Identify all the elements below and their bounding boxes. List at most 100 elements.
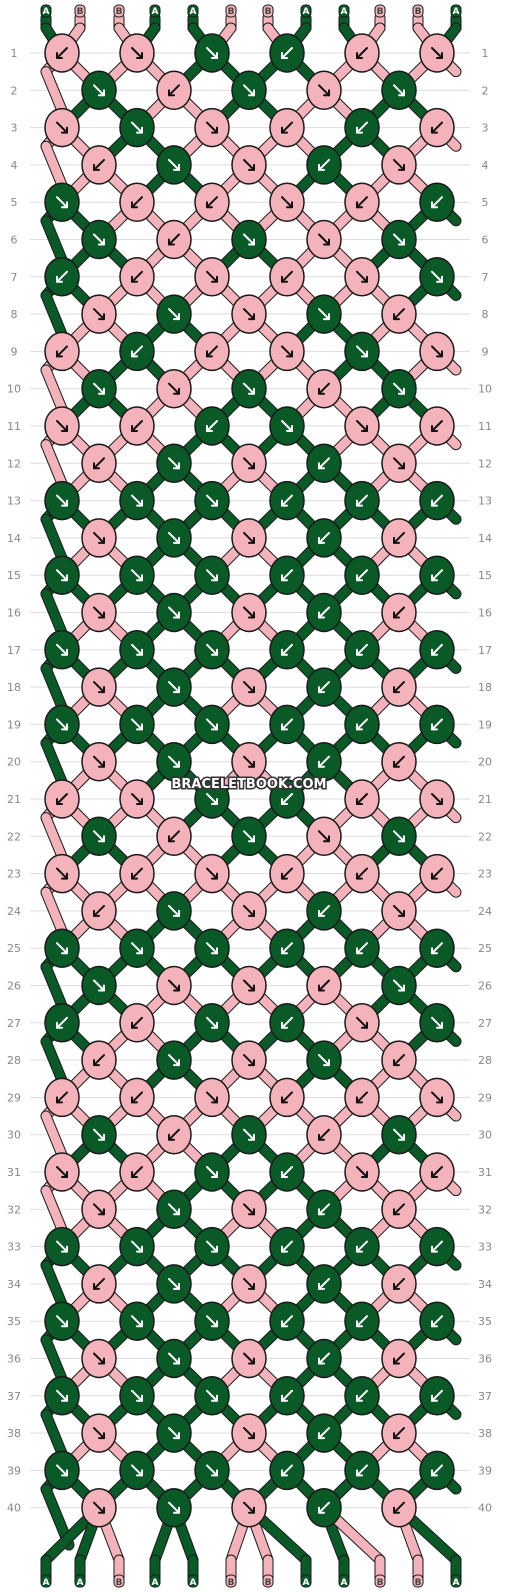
row-label-left: 25	[7, 942, 21, 955]
knot-arrow-se-icon	[93, 979, 105, 992]
knot-arrow-sw-icon	[281, 1464, 293, 1477]
knot-arrow-se-icon	[56, 1166, 68, 1178]
row-label-left: 35	[7, 1315, 21, 1328]
knot-arrow-se-icon	[206, 1464, 218, 1477]
row-label-left: 3	[11, 122, 18, 135]
knot-arrow-sw-icon	[318, 1352, 330, 1365]
knot-arrow-se-icon	[243, 681, 255, 694]
row-label-left: 40	[7, 1502, 21, 1515]
knot-arrow-sw-icon	[281, 793, 293, 805]
knot-arrow-sw-icon	[56, 270, 68, 283]
knot-arrow-sw-icon	[206, 345, 218, 358]
knot-arrow-se-icon	[131, 643, 143, 656]
knot-arrow-sw-icon	[281, 1389, 293, 1402]
row-label-left: 31	[7, 1166, 21, 1179]
knots	[44, 33, 455, 1528]
knot-arrow-se-icon	[56, 1464, 68, 1477]
row-label-left: 34	[7, 1278, 21, 1291]
knot-arrow-sw-icon	[56, 47, 68, 59]
knot-arrow-se-icon	[243, 382, 255, 395]
row-label-left: 10	[7, 383, 21, 396]
knot-arrow-se-icon	[318, 830, 330, 843]
top-strand-label: A	[303, 7, 310, 17]
knot-arrow-se-icon	[243, 606, 255, 619]
knot-arrow-sw-icon	[431, 569, 443, 582]
knot-arrow-sw-icon	[281, 121, 293, 134]
knot-arrow-sw-icon	[393, 1277, 405, 1290]
knot-arrow-se-icon	[56, 569, 68, 582]
knot-arrow-sw-icon	[356, 1464, 368, 1477]
knot-arrow-se-icon	[93, 755, 105, 768]
knot-arrow-se-icon	[168, 1203, 180, 1216]
knot-arrow-se-icon	[281, 196, 293, 209]
knot-arrow-se-icon	[56, 196, 68, 209]
row-label-right: 29	[478, 1091, 492, 1104]
bottom-strand-label: B	[415, 1578, 422, 1588]
knot-arrow-se-icon	[131, 1464, 143, 1477]
knot-arrow-se-icon	[393, 830, 405, 843]
knot-arrow-sw-icon	[393, 531, 405, 544]
knot-arrow-sw-icon	[393, 606, 405, 619]
knot-arrow-se-icon	[168, 1501, 180, 1514]
knot-arrow-se-icon	[356, 270, 368, 283]
knot-arrow-sw-icon	[356, 121, 368, 134]
knot-arrow-sw-icon	[131, 345, 143, 358]
knot-arrow-se-icon	[168, 904, 180, 917]
knot-arrow-sw-icon	[318, 606, 330, 619]
row-label-right: 23	[478, 868, 492, 881]
bottom-strand-label: A	[152, 1578, 159, 1588]
row-label-left: 37	[7, 1390, 21, 1403]
knot-arrow-sw-icon	[281, 718, 293, 731]
knot-arrow-se-icon	[206, 1315, 218, 1328]
knot-arrow-se-icon	[56, 1240, 68, 1253]
knot-arrow-se-icon	[93, 233, 105, 246]
knot-arrow-se-icon	[243, 1054, 255, 1067]
knot-arrow-se-icon	[131, 47, 143, 59]
knot-arrow-sw-icon	[93, 457, 105, 470]
knot-arrow-se-icon	[356, 420, 368, 432]
top-strand-label: B	[377, 7, 384, 17]
knot-arrow-se-icon	[206, 1389, 218, 1402]
knot-arrow-sw-icon	[356, 867, 368, 880]
knot-arrow-se-icon	[93, 606, 105, 619]
knot-arrow-sw-icon	[281, 47, 293, 59]
knot-arrow-sw-icon	[356, 196, 368, 209]
knot-arrow-sw-icon	[431, 1240, 443, 1253]
knot-arrow-se-icon	[168, 308, 180, 321]
knot-arrow-se-icon	[393, 84, 405, 97]
knot-arrow-se-icon	[393, 382, 405, 395]
row-label-left: 9	[11, 345, 18, 358]
knot-arrow-se-icon	[243, 1427, 255, 1440]
knot-arrow-sw-icon	[393, 1427, 405, 1440]
knot-arrow-se-icon	[168, 979, 180, 992]
knot-arrow-se-icon	[243, 233, 255, 246]
row-label-right: 26	[478, 980, 492, 993]
row-label-right: 22	[478, 830, 492, 843]
knot-arrow-sw-icon	[281, 1091, 293, 1104]
top-strand-label: A	[341, 7, 348, 17]
knot-arrow-sw-icon	[393, 1501, 405, 1514]
knot-arrow-se-icon	[431, 345, 443, 358]
knot-arrow-se-icon	[243, 830, 255, 843]
knot-arrow-sw-icon	[431, 718, 443, 731]
knot-arrow-sw-icon	[431, 121, 443, 134]
row-label-right: 15	[478, 569, 492, 582]
knot-arrow-se-icon	[93, 1203, 105, 1216]
top-strand-label: B	[415, 7, 422, 17]
top-strand-label: B	[116, 7, 123, 17]
knot-arrow-se-icon	[393, 979, 405, 992]
knot-arrow-se-icon	[56, 420, 68, 432]
knot-arrow-sw-icon	[318, 904, 330, 917]
knot-arrow-sw-icon	[356, 1091, 368, 1104]
knot-arrow-sw-icon	[56, 1091, 68, 1104]
knot-arrow-sw-icon	[356, 793, 368, 805]
row-label-left: 39	[7, 1464, 21, 1477]
knot-arrow-se-icon	[206, 121, 218, 134]
row-label-left: 36	[7, 1353, 21, 1366]
knot-arrow-sw-icon	[356, 643, 368, 656]
row-label-right: 8	[482, 308, 489, 321]
knot-arrow-se-icon	[168, 158, 180, 171]
knot-arrow-sw-icon	[281, 643, 293, 656]
